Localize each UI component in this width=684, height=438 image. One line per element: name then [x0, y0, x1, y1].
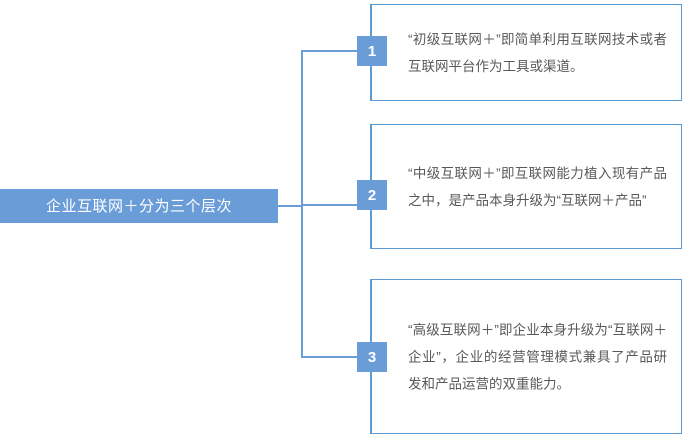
root-node[interactable]: 企业互联网＋分为三个层次 — [0, 189, 278, 223]
branch-card-2-text: “中级互联网＋”即互联网能力植入现有产品之中，是产品本身升级为“互联网＋产品” — [408, 165, 667, 208]
connector-arm-1 — [301, 50, 371, 52]
branch-badge-3[interactable]: 3 — [357, 342, 387, 372]
branch-badge-2-number: 2 — [367, 186, 377, 204]
connector-arm-2 — [301, 204, 371, 206]
root-node-label: 企业互联网＋分为三个层次 — [45, 197, 232, 215]
branch-card-1[interactable]: “初级互联网＋”即简单利用互联网技术或者互联网平台作为工具或渠道。 — [370, 4, 682, 101]
branch-badge-1-number: 1 — [367, 42, 377, 60]
branch-card-1-text: “初级互联网＋”即简单利用互联网技术或者互联网平台作为工具或渠道。 — [408, 31, 667, 74]
branch-card-3-text: “高级互联网＋”即企业本身升级为“互联网＋企业”，企业的经营管理模式兼具了产品研… — [408, 322, 667, 391]
branch-badge-3-number: 3 — [367, 348, 377, 366]
connector-root-stub — [278, 205, 303, 207]
branch-badge-1[interactable]: 1 — [357, 36, 387, 66]
branch-badge-2[interactable]: 2 — [357, 180, 387, 210]
branch-card-3[interactable]: “高级互联网＋”即企业本身升级为“互联网＋企业”，企业的经营管理模式兼具了产品研… — [370, 279, 682, 434]
connector-arm-3 — [301, 356, 371, 358]
branch-card-2[interactable]: “中级互联网＋”即互联网能力植入现有产品之中，是产品本身升级为“互联网＋产品” — [370, 124, 682, 249]
